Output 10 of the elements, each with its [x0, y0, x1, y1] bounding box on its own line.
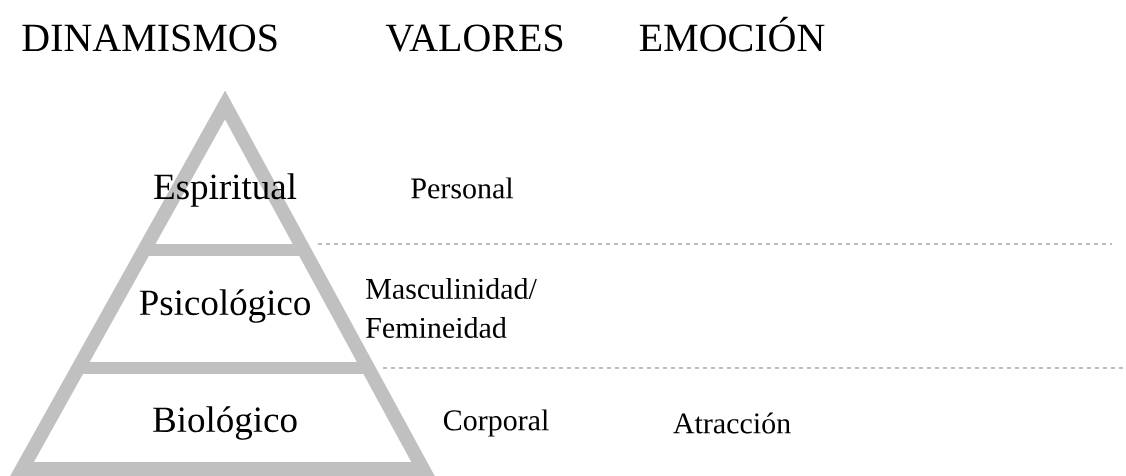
tier-label: Psicológico: [139, 289, 310, 323]
cell-text: Atracción: [673, 412, 791, 434]
tier-label: Biológico: [153, 406, 297, 440]
tier-label: Espiritual: [154, 173, 297, 207]
cell-text: Personal: [411, 177, 514, 199]
column-header: VALORES: [385, 24, 563, 52]
column-header: DINAMISMOS: [22, 24, 277, 52]
cell-text: Corporal: [443, 409, 549, 437]
cell-text: Masculinidad/ Femineidad: [366, 277, 537, 339]
column-header: EMOCIÓN: [639, 16, 825, 52]
